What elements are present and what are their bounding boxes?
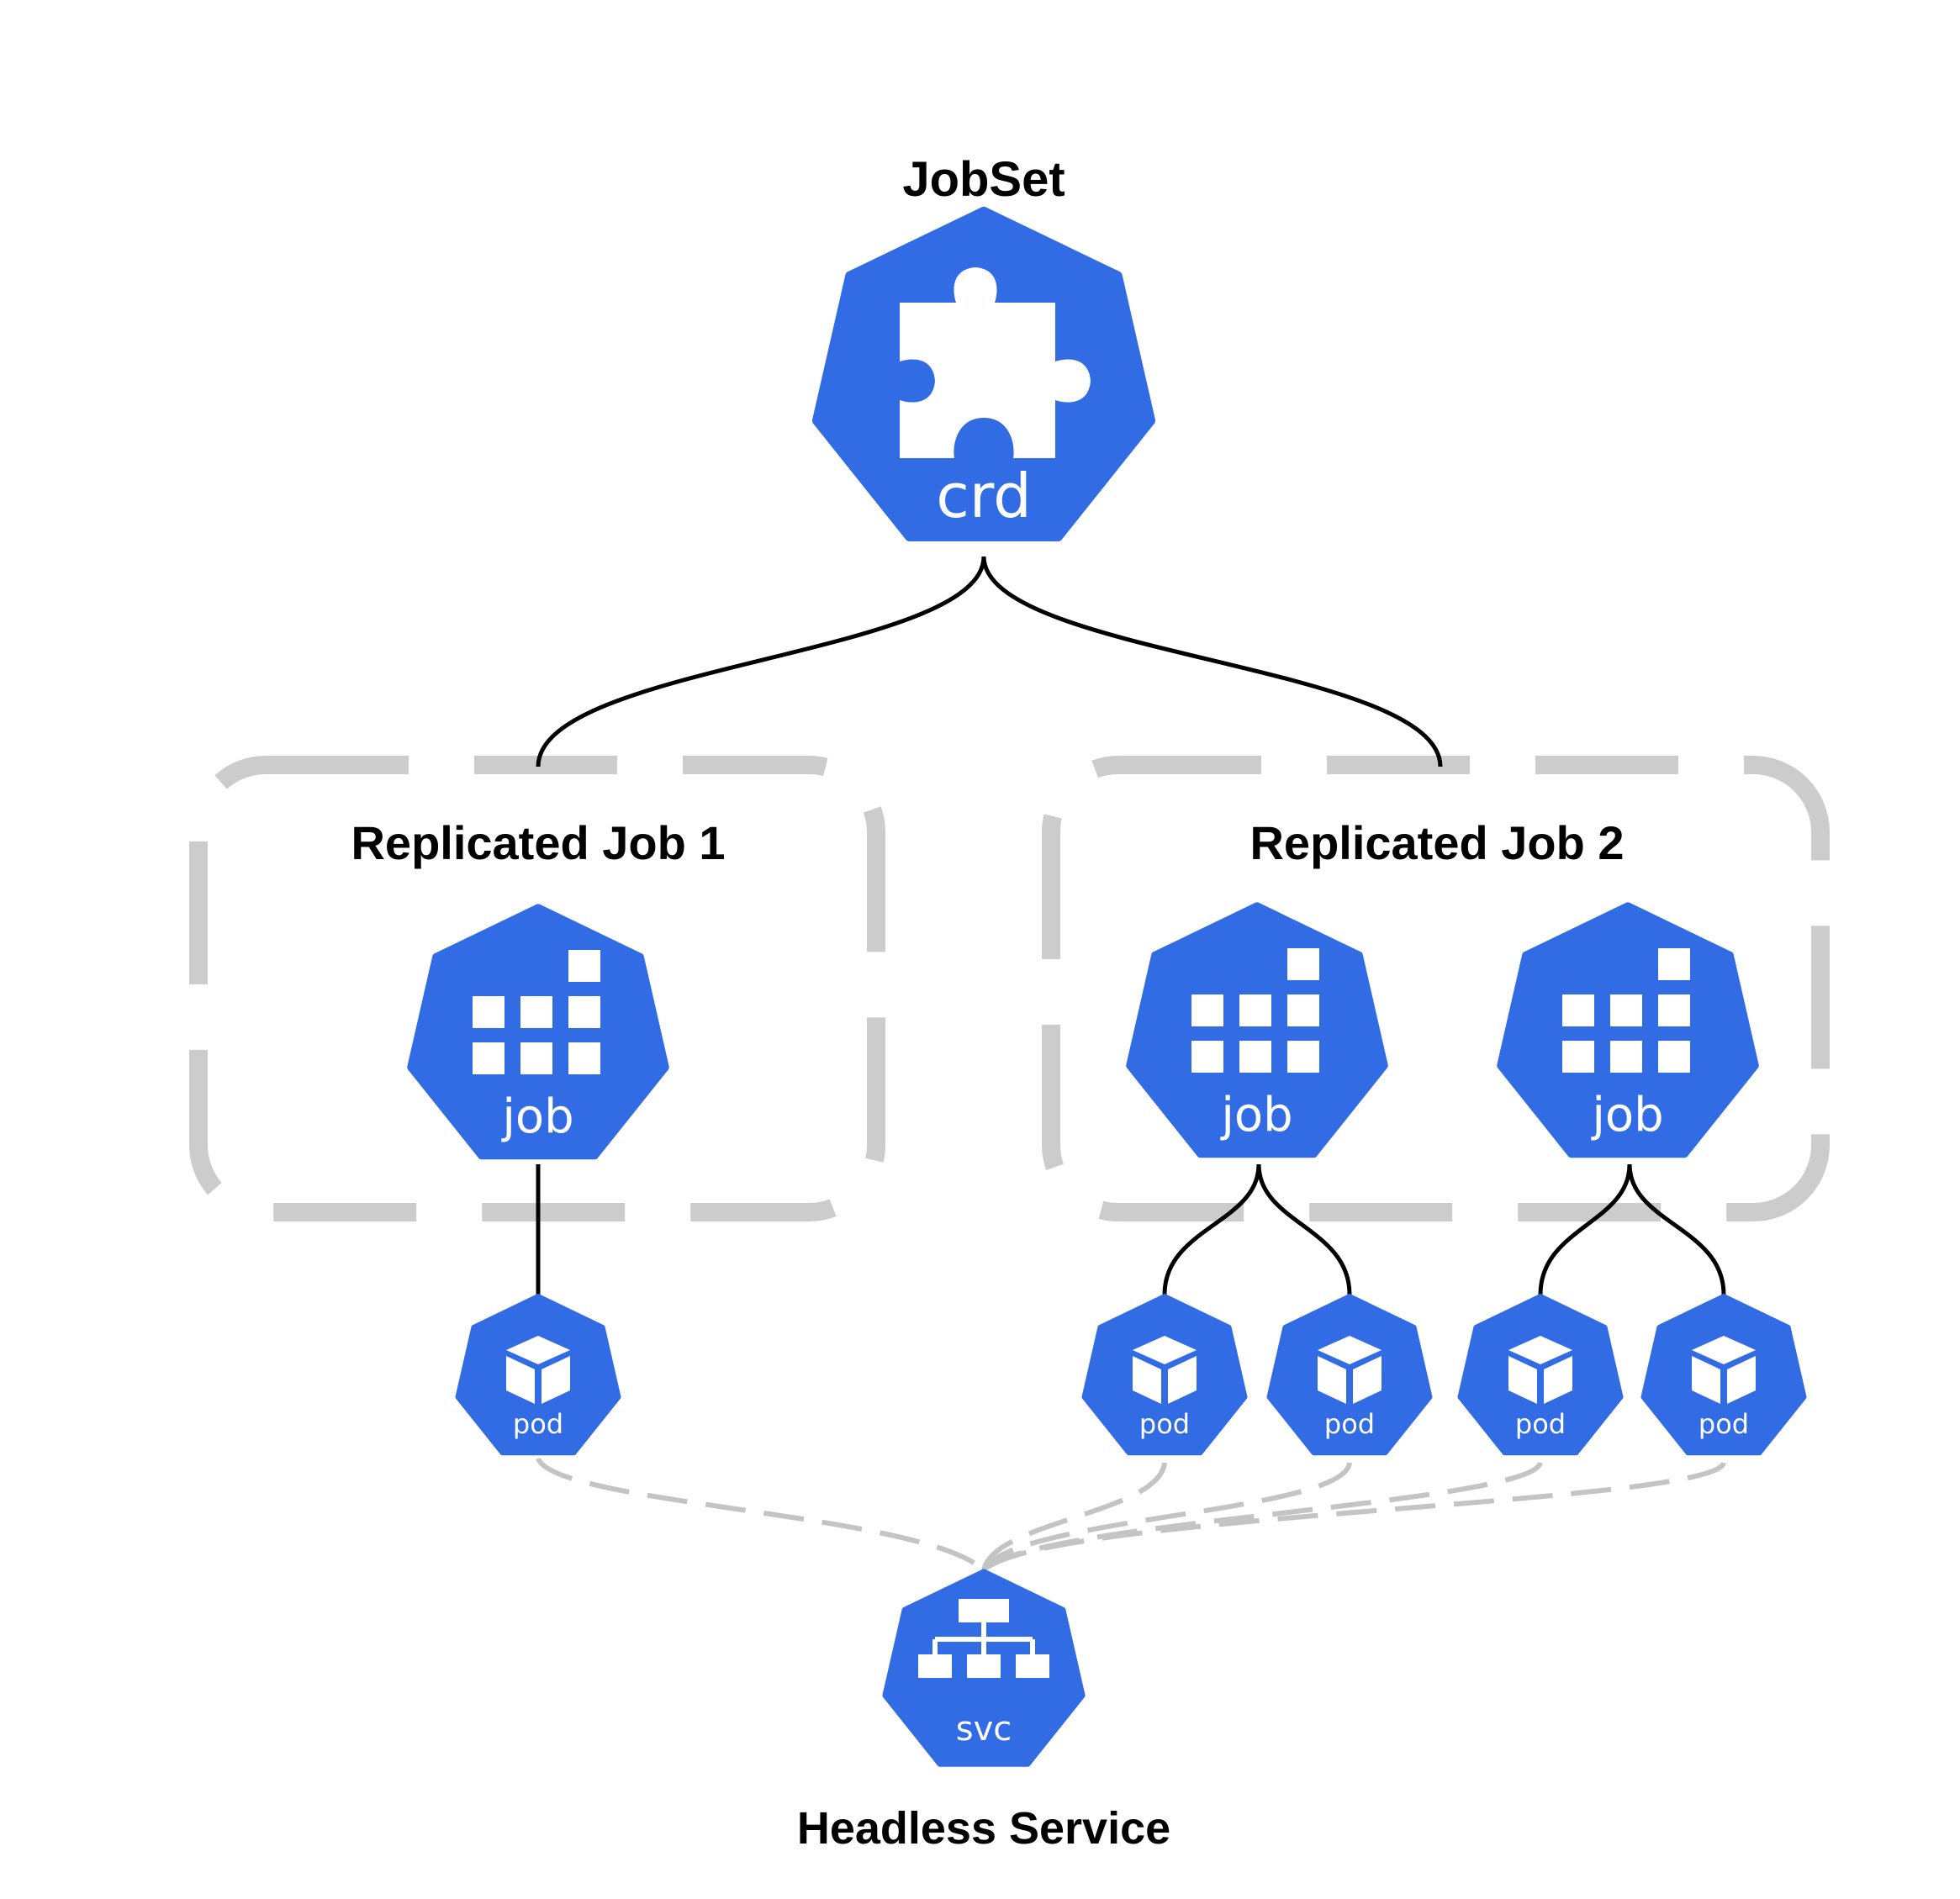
edge-pod-4-to-service xyxy=(981,1461,1543,1573)
pod-node-2: pod xyxy=(1084,1296,1244,1453)
pod-label: pod xyxy=(1139,1408,1190,1440)
edge-pod-2-to-service xyxy=(981,1462,1167,1571)
edge-jobset-to-replicated-job-2 xyxy=(981,556,1443,768)
pod-label: pod xyxy=(513,1408,563,1440)
pod-node-1: pod xyxy=(457,1296,618,1453)
cube-icon xyxy=(506,1336,570,1404)
cube-icon xyxy=(1692,1336,1756,1404)
cube-icon xyxy=(1508,1336,1572,1404)
job-grid-icon xyxy=(1562,948,1690,1073)
job-1-label: job xyxy=(500,1089,573,1144)
network-tree-icon xyxy=(918,1599,1049,1678)
headless-service-title: Headless Service xyxy=(797,1803,1170,1854)
replicated-job-1-title: Replicated Job 1 xyxy=(351,816,725,869)
edge-job-2b-to-pod-4 xyxy=(1538,1163,1632,1295)
job-2a-label: job xyxy=(1219,1088,1292,1142)
headless-service-node: svc xyxy=(885,1572,1082,1764)
job-1-node: job xyxy=(411,908,665,1156)
job-grid-icon xyxy=(473,950,600,1074)
edge-pod-5-to-service xyxy=(981,1461,1726,1573)
replicated-job-2-group xyxy=(1042,756,1830,1221)
edge-job-2a-to-pod-3 xyxy=(1256,1163,1352,1295)
job-grid-icon xyxy=(1191,948,1319,1073)
puzzle-icon xyxy=(900,267,1091,458)
pod-label: pod xyxy=(1324,1408,1375,1440)
edge-pod-3-to-service xyxy=(981,1462,1352,1572)
edge-jobset-to-replicated-job-1 xyxy=(536,556,986,768)
job-2b-node: job xyxy=(1501,906,1755,1154)
pod-node-3: pod xyxy=(1269,1296,1429,1453)
pod-node-4: pod xyxy=(1460,1296,1620,1453)
pod-label: pod xyxy=(1698,1408,1749,1440)
svc-label: svc xyxy=(956,1710,1012,1749)
pod-node-5: pod xyxy=(1643,1296,1804,1453)
job-2b-label: job xyxy=(1590,1088,1663,1142)
jobset-title: JobSet xyxy=(902,152,1065,207)
edge-pod-1-to-service xyxy=(536,1457,986,1573)
jobset-crd-node: crd xyxy=(817,212,1150,536)
edge-job-2a-to-pod-2 xyxy=(1162,1163,1261,1295)
crd-label: crd xyxy=(936,461,1032,531)
pod-label: pod xyxy=(1515,1408,1566,1440)
cube-icon xyxy=(1133,1336,1197,1404)
job-2a-node: job xyxy=(1130,906,1384,1154)
edge-job-2b-to-pod-5 xyxy=(1627,1163,1726,1295)
cube-icon xyxy=(1318,1336,1382,1404)
replicated-job-2-title: Replicated Job 2 xyxy=(1249,816,1624,869)
